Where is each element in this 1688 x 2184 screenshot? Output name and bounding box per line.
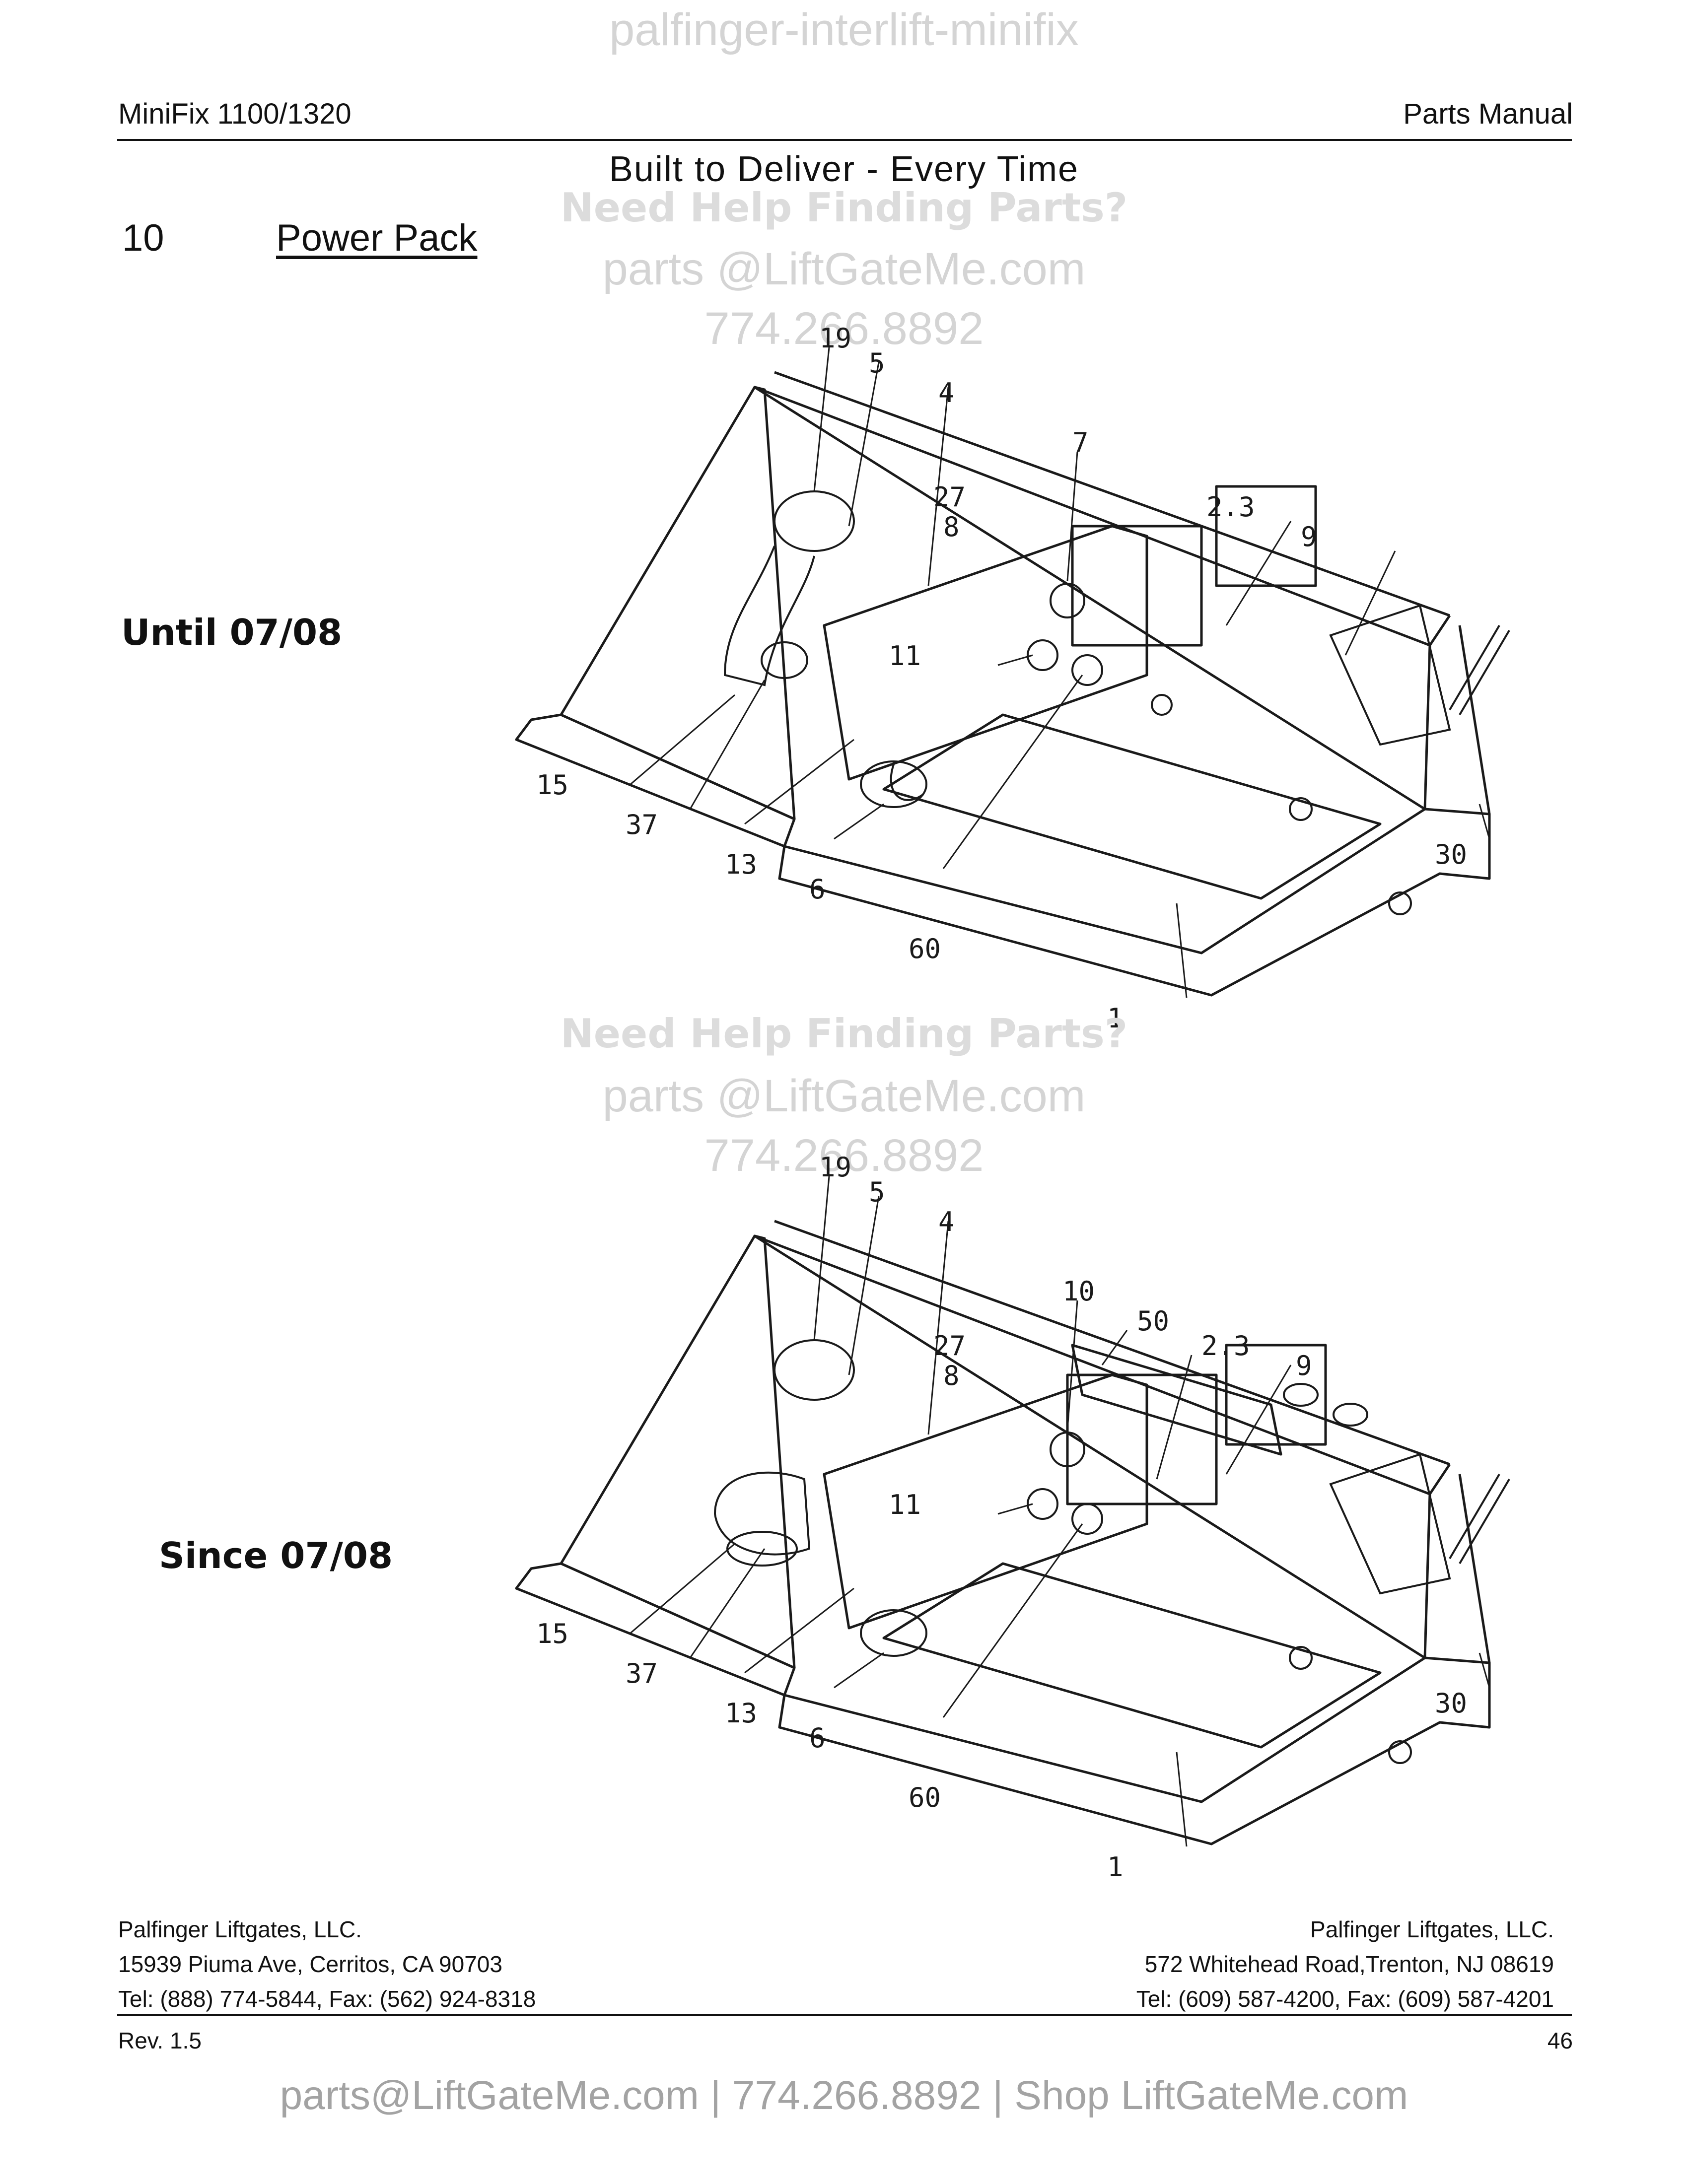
callout-label: 13 bbox=[725, 1698, 757, 1729]
callout-label: 5 bbox=[869, 347, 885, 379]
callout-label: 11 bbox=[889, 640, 921, 672]
callout-label: 27 bbox=[933, 481, 966, 513]
callout-label: 30 bbox=[1435, 1688, 1467, 1719]
watermark-help-heading: Need Help Finding Parts? bbox=[560, 1011, 1128, 1057]
callout-label: 37 bbox=[626, 809, 658, 840]
callout-label: 19 bbox=[819, 323, 851, 354]
callout-leaders bbox=[630, 1176, 1490, 1847]
footer-company: Palfinger Liftgates, LLC. bbox=[118, 1916, 362, 1942]
header-product: MiniFix 1100/1320 bbox=[118, 98, 352, 130]
footer-phone: Tel: (888) 774-5844, Fax: (562) 924-8318 bbox=[118, 1986, 536, 2012]
callout-label: 9 bbox=[1296, 1350, 1312, 1381]
footer-company: Palfinger Liftgates, LLC. bbox=[1310, 1916, 1554, 1942]
callout-label: 7 bbox=[1072, 427, 1089, 458]
callout-label: 60 bbox=[909, 933, 941, 964]
footer-phone: Tel: (609) 587-4200, Fax: (609) 587-4201 bbox=[1136, 1986, 1554, 2012]
callout-leaders bbox=[630, 347, 1490, 998]
revision: Rev. 1.5 bbox=[118, 2028, 202, 2053]
internal-components bbox=[713, 1339, 1510, 1764]
callout-label: 50 bbox=[1137, 1305, 1169, 1337]
tagline: Built to Deliver - Every Time bbox=[609, 149, 1079, 189]
callout-label: 8 bbox=[943, 511, 960, 543]
watermark-help-heading: Need Help Finding Parts? bbox=[560, 185, 1128, 231]
callout-label: 37 bbox=[626, 1658, 658, 1689]
callout-label: 2.3 bbox=[1201, 1330, 1250, 1362]
callout-label: 6 bbox=[809, 874, 826, 905]
callout-label: 1 bbox=[1107, 1851, 1124, 1883]
housing-outline bbox=[515, 371, 1491, 997]
housing-outline bbox=[515, 1220, 1491, 1845]
watermark-help-email: parts @LiftGateMe.com bbox=[602, 244, 1086, 294]
callout-label: 5 bbox=[869, 1176, 885, 1208]
version-label-until: Until 07/08 bbox=[121, 612, 343, 653]
callout-label: 6 bbox=[809, 1722, 826, 1754]
internal-components bbox=[723, 490, 1510, 915]
callout-label: 10 bbox=[1062, 1276, 1095, 1307]
callout-label: 60 bbox=[909, 1782, 941, 1813]
watermark-help-phone: 774.266.8892 bbox=[704, 303, 984, 354]
section-number: 10 bbox=[122, 217, 164, 259]
footer-street: 15939 Piuma Ave, Cerritos, CA 90703 bbox=[118, 1951, 502, 1977]
page-number: 46 bbox=[1547, 2028, 1573, 2053]
callout-label: 13 bbox=[725, 849, 757, 880]
callout-label: 27 bbox=[933, 1330, 966, 1362]
callout-label: 15 bbox=[536, 769, 568, 801]
callout-label: 8 bbox=[943, 1360, 960, 1391]
power-pack-diagram-since: 19 5 4 10 50 2.3 9 27 8 11 15 37 13 6 60… bbox=[515, 1157, 1510, 1883]
header-rule bbox=[117, 139, 1572, 141]
watermark-site-name: palfinger-interlift-minifix bbox=[609, 4, 1079, 55]
version-label-since: Since 07/08 bbox=[159, 1535, 393, 1576]
callout-labels: 19 5 4 10 50 2.3 9 27 8 11 15 37 13 6 60… bbox=[536, 1157, 1467, 1883]
callout-label: 1 bbox=[1107, 1003, 1124, 1034]
footer-address-west: Palfinger Liftgates, LLC. 15939 Piuma Av… bbox=[118, 1912, 536, 2016]
callout-label: 19 bbox=[819, 1157, 851, 1183]
callout-labels: 19 5 4 7 27 8 2.3 9 11 15 37 13 6 60 1 3… bbox=[536, 323, 1467, 1034]
callout-label: 11 bbox=[889, 1489, 921, 1520]
callout-label: 30 bbox=[1435, 839, 1467, 870]
footer-rule bbox=[117, 2014, 1572, 2016]
watermark-help-phone: 774.266.8892 bbox=[704, 1130, 984, 1181]
callout-label: 4 bbox=[938, 377, 955, 409]
watermark-help-email: parts @LiftGateMe.com bbox=[602, 1071, 1086, 1121]
callout-label: 2.3 bbox=[1206, 491, 1255, 523]
callout-label: 15 bbox=[536, 1618, 568, 1649]
callout-label: 4 bbox=[938, 1206, 955, 1237]
header-manual-type: Parts Manual bbox=[1403, 98, 1573, 130]
promo-banner: parts@LiftGateMe.com | 774.266.8892 | Sh… bbox=[280, 2073, 1408, 2118]
callout-label: 9 bbox=[1301, 521, 1317, 552]
footer-street: 572 Whitehead Road,Trenton, NJ 08619 bbox=[1144, 1951, 1554, 1977]
power-pack-diagram-until: 19 5 4 7 27 8 2.3 9 11 15 37 13 6 60 1 3… bbox=[515, 323, 1510, 1034]
section-title: Power Pack bbox=[276, 217, 478, 259]
footer-address-east: Palfinger Liftgates, LLC. 572 Whitehead … bbox=[1136, 1912, 1554, 2016]
